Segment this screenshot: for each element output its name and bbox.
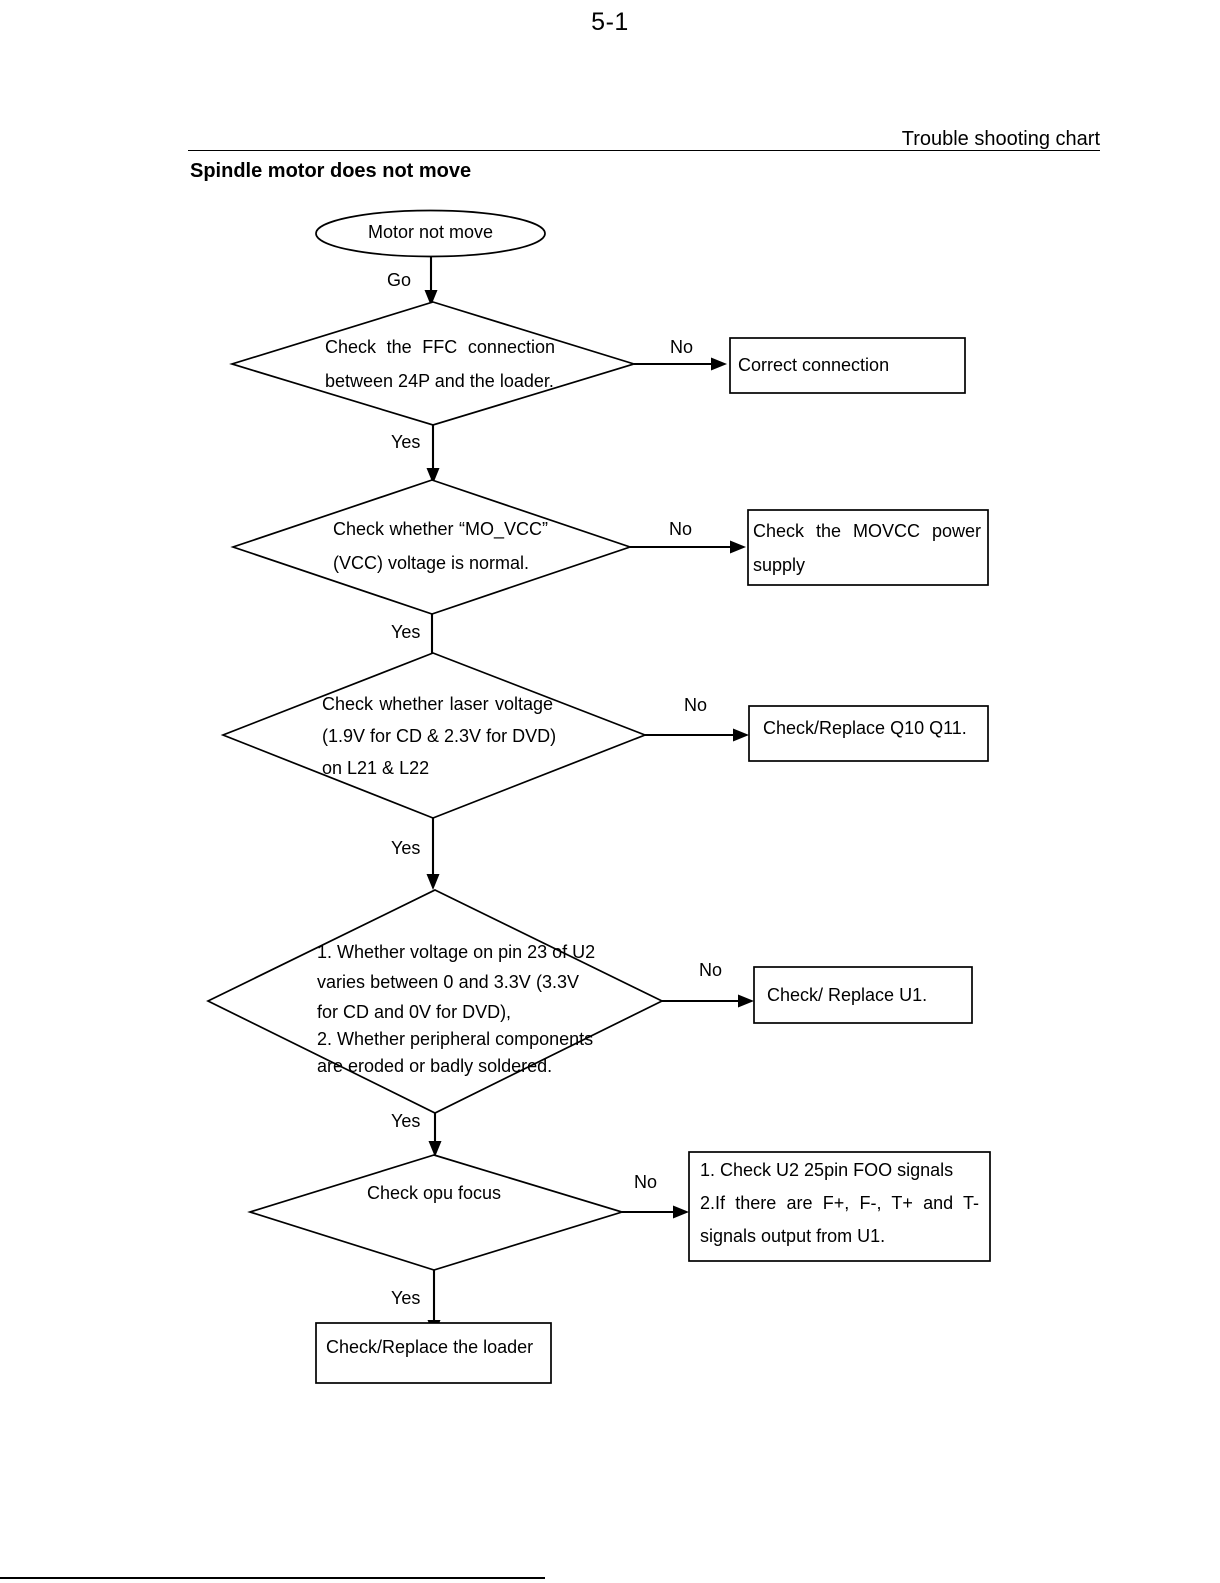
decision-4-line-1: 1. Whether voltage on pin 23 of U2 xyxy=(317,942,596,962)
action-3-line-1: Check/Replace Q10 Q11. xyxy=(763,718,967,738)
decision-2-line-1: Check whether “MO_VCC” xyxy=(333,519,548,539)
decision-2-text: Check whether “MO_VCC” (VCC) voltage is … xyxy=(333,519,548,574)
decision-3-line-2: (1.9V for CD & 2.3V for DVD) xyxy=(322,726,557,746)
edge-label-no-4: No xyxy=(699,960,723,980)
decision-1-text: Check the FFC connection between 24P and… xyxy=(325,337,555,392)
action-2-text: Check the MOVCC power supply xyxy=(753,521,981,576)
end-box-line-1: Check/Replace the loader xyxy=(326,1337,534,1357)
decision-diamond-5 xyxy=(247,1154,625,1271)
action-4-text: Check/ Replace U1. xyxy=(767,985,967,1006)
decision-4-line-5: are eroded or badly soldered. xyxy=(317,1056,553,1076)
decision-1-line-1: Check the FFC connection xyxy=(325,337,555,357)
arrowhead-go xyxy=(424,290,438,306)
action-box-2 xyxy=(747,509,989,586)
action-1-text: Correct connection xyxy=(738,355,956,376)
action-5-line-1: 1. Check U2 25pin FOO signals xyxy=(700,1160,954,1180)
action-box-3 xyxy=(748,705,989,762)
page-title: Spindle motor does not move xyxy=(190,160,472,182)
decision-3-line-3: on L21 & L22 xyxy=(322,758,430,778)
decision-4-line-3: for CD and 0V for DVD), xyxy=(317,1002,512,1022)
start-ellipse xyxy=(315,209,546,258)
action-5-line-2: 2.If there are F+, F-, T+ and T- xyxy=(700,1193,979,1213)
decision-3-text: Check whether laser voltage (1.9V for CD… xyxy=(322,694,557,779)
action-box-4 xyxy=(753,966,973,1024)
arrowhead-yes-4 xyxy=(428,1141,442,1157)
start-label: Motor not move xyxy=(367,222,494,242)
action-box-5 xyxy=(688,1151,991,1262)
action-5-line-3: signals output from U1. xyxy=(700,1226,886,1246)
edge-label-no-2: No xyxy=(669,519,693,539)
decision-5-line-1: Check opu focus xyxy=(366,1183,502,1203)
decision-3-line-1: Check whether laser voltage xyxy=(322,694,553,714)
edge-label-no-3: No xyxy=(684,695,708,715)
edge-label-yes-2: Yes xyxy=(391,622,421,642)
action-1-line-1: Correct connection xyxy=(738,355,890,375)
footer-rule xyxy=(0,1577,545,1579)
page-number: 5-1 xyxy=(591,8,629,36)
decision-4-line-4: 2. Whether peripheral components xyxy=(317,1029,594,1049)
arrowhead-no-5 xyxy=(673,1205,689,1219)
arrowhead-no-3 xyxy=(733,728,749,742)
edge-label-yes-1: Yes xyxy=(391,432,421,452)
decision-4-text: 1. Whether voltage on pin 23 of U2 varie… xyxy=(317,942,596,1077)
decision-1-line-2: between 24P and the loader. xyxy=(325,371,554,391)
decision-5-text: Check opu focus xyxy=(336,1183,532,1204)
action-2-line-1: Check the MOVCC power xyxy=(753,521,981,541)
action-5-text: 1. Check U2 25pin FOO signals 2.If there… xyxy=(700,1160,979,1247)
action-4-line-1: Check/ Replace U1. xyxy=(767,985,928,1005)
header-rule xyxy=(188,150,1100,151)
arrowhead-no-1 xyxy=(711,357,727,371)
arrowhead-no-4 xyxy=(738,994,754,1008)
arrowhead-yes-3 xyxy=(426,874,440,890)
edge-label-go: Go xyxy=(387,270,412,290)
decision-2-line-2: (VCC) voltage is normal. xyxy=(333,553,530,573)
action-box-1 xyxy=(729,337,966,394)
action-2-line-2: supply xyxy=(753,555,806,575)
end-box-text: Check/Replace the loader xyxy=(326,1337,546,1358)
edge-label-no-1: No xyxy=(670,337,694,357)
action-3-text: Check/Replace Q10 Q11. xyxy=(763,718,983,739)
header-chart-label: Trouble shooting chart xyxy=(901,128,1100,150)
end-box xyxy=(315,1322,552,1384)
edge-label-yes-5: Yes xyxy=(391,1288,421,1308)
decision-4-line-2: varies between 0 and 3.3V (3.3V xyxy=(317,972,579,992)
edge-label-no-5: No xyxy=(634,1172,658,1192)
edge-label-yes-4: Yes xyxy=(391,1111,421,1131)
arrowhead-yes-1 xyxy=(426,468,440,484)
edge-label-yes-3: Yes xyxy=(391,838,421,858)
arrowhead-no-2 xyxy=(730,540,746,554)
